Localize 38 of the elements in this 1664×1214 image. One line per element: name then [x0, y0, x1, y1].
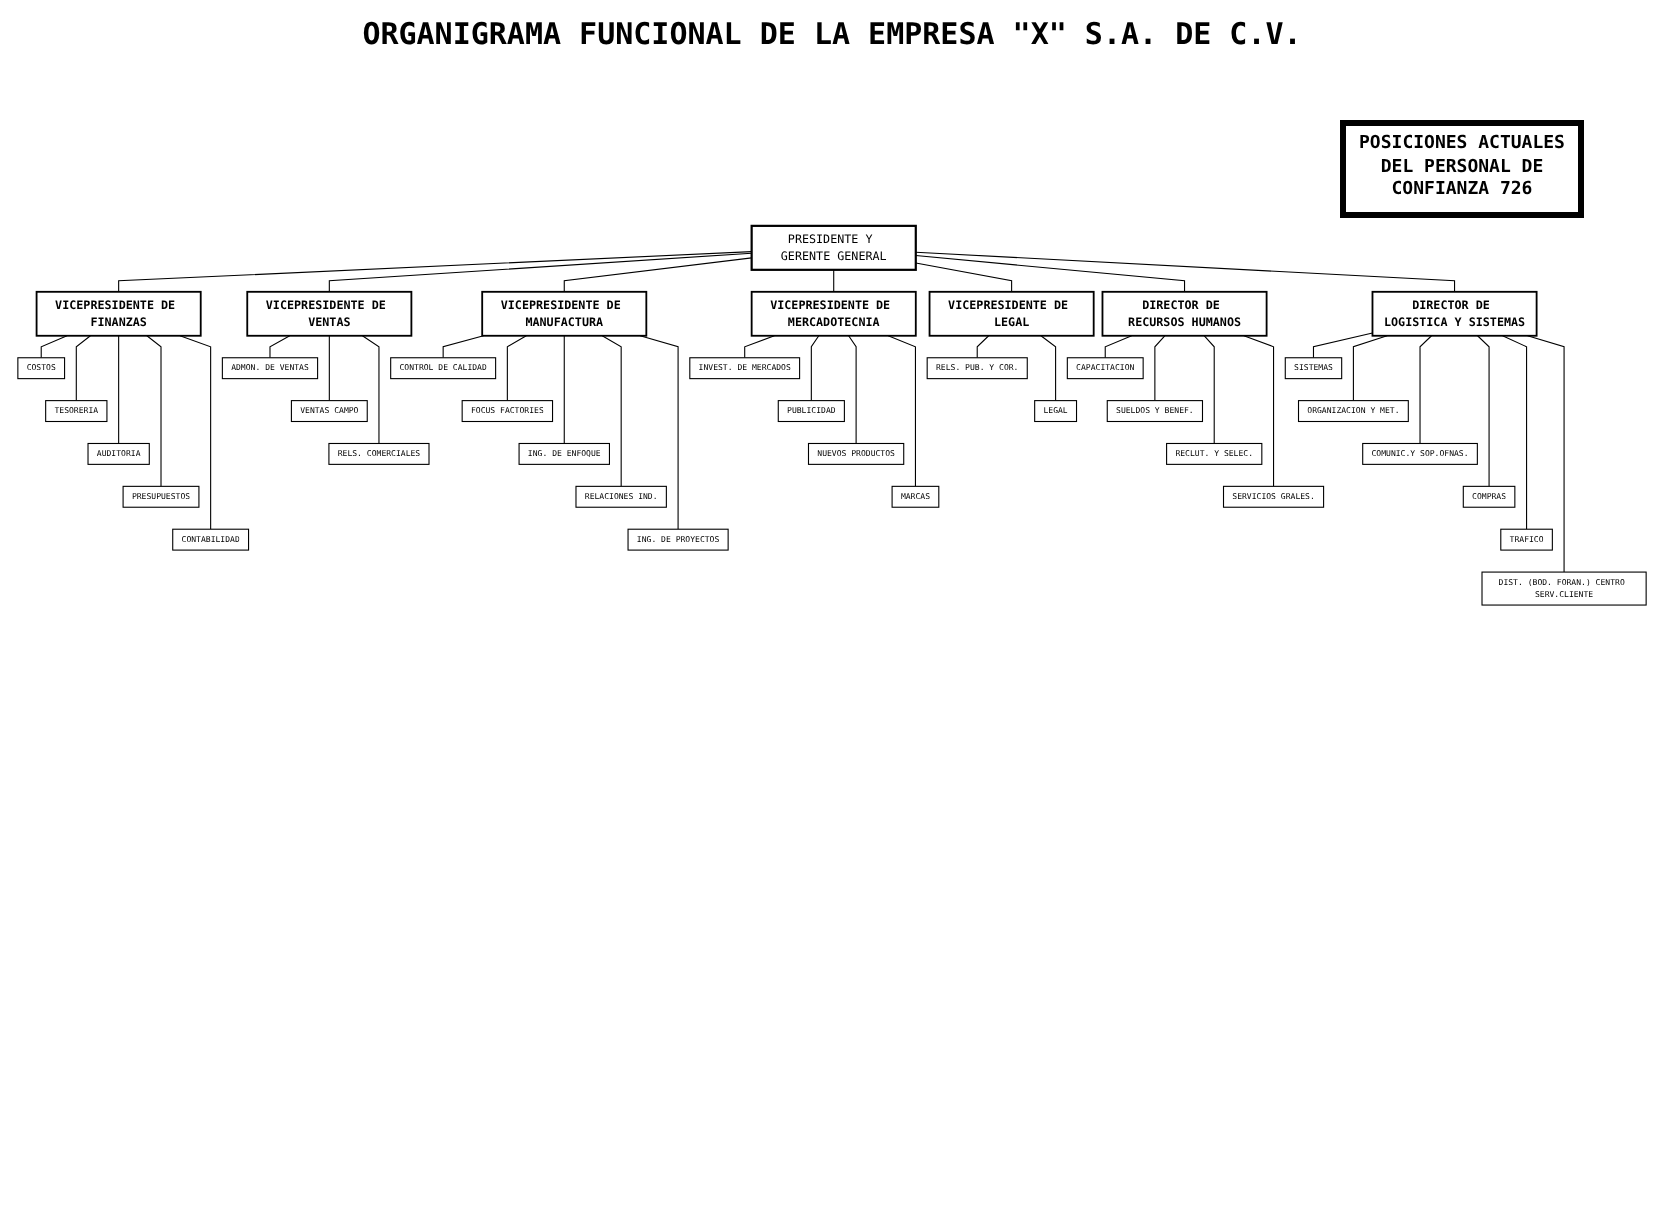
- connector: [1527, 335, 1565, 573]
- connector: [269, 335, 291, 359]
- connector: [1040, 335, 1057, 402]
- connector: [601, 335, 622, 487]
- connector: [1154, 335, 1166, 402]
- connector: [833, 269, 835, 293]
- connector: [915, 251, 1456, 293]
- connector: [1312, 332, 1374, 359]
- connector: [1419, 335, 1433, 445]
- connector: [40, 335, 68, 359]
- connector: [442, 335, 485, 359]
- connector: [976, 335, 990, 359]
- connector: [1352, 335, 1388, 402]
- connector: [848, 335, 857, 445]
- connector: [563, 335, 565, 445]
- connector: [1502, 335, 1528, 530]
- connector: [118, 251, 753, 293]
- connector: [1203, 335, 1215, 445]
- connector: [75, 335, 91, 402]
- connector: [563, 257, 753, 293]
- connector: [146, 335, 162, 487]
- connector: [1104, 335, 1133, 359]
- connector: [1243, 335, 1275, 487]
- note-box: POSICIONES ACTUALES DEL PERSONAL DE CONFIANZA 726: [1340, 120, 1584, 219]
- connector: [506, 335, 527, 402]
- connector: [810, 335, 820, 402]
- connector: [1477, 335, 1490, 487]
- connector: [887, 335, 916, 487]
- connector: [915, 262, 1013, 293]
- connector: [328, 335, 330, 402]
- connector: [361, 335, 380, 445]
- connector: [639, 335, 679, 530]
- connector: [118, 335, 120, 445]
- connector: [328, 252, 753, 293]
- connector: [179, 335, 212, 530]
- connector: [915, 255, 1186, 293]
- connector: [744, 335, 775, 359]
- chart-title: ORGANIGRAMA FUNCIONAL DE LA EMPRESA "X" S.A. DE C.V.: [360, 16, 1304, 52]
